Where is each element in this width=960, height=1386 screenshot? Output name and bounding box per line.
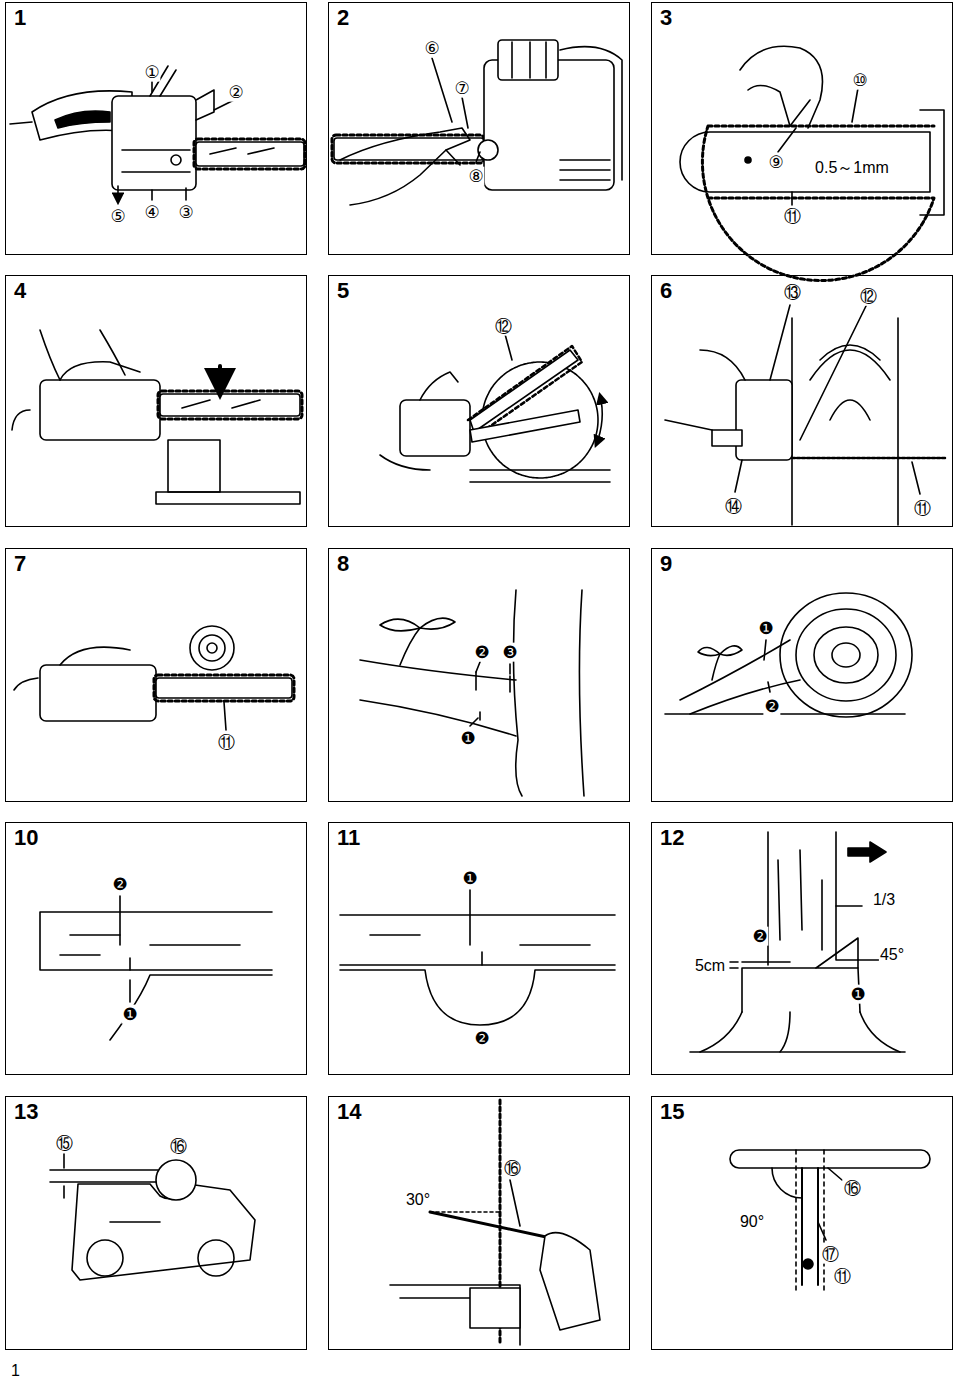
callout-number: ❷ xyxy=(763,697,780,716)
page-number: 1 xyxy=(10,1362,21,1380)
chainsaw-lube xyxy=(14,626,294,730)
panel-number: 11 xyxy=(337,827,360,849)
figure-panel: 7 xyxy=(5,548,307,802)
panel-number: 15 xyxy=(660,1101,684,1123)
callout-number: ⑪ xyxy=(783,207,802,226)
callout-number: ⑨ xyxy=(767,153,784,172)
callout-number: ❶ xyxy=(757,619,774,638)
figure-panel: 14 xyxy=(328,1096,630,1350)
callout-number: ❶ xyxy=(459,729,476,748)
panel-number: 4 xyxy=(14,280,26,302)
chain-sharpen xyxy=(390,1100,600,1345)
callout-number: ⑰ xyxy=(821,1245,840,1264)
callout-number: ⑬ xyxy=(783,283,802,302)
panel-number: 8 xyxy=(337,553,349,575)
panel-number: 9 xyxy=(660,553,672,575)
callout-number: ⑪ xyxy=(217,733,236,752)
callout-number: ❷ xyxy=(473,643,490,662)
cutter-depth xyxy=(50,1154,255,1280)
figure-panel: 8 xyxy=(328,548,630,802)
callout-number: ⑭ xyxy=(724,497,743,516)
callout-number: ❷ xyxy=(473,1029,490,1048)
chainsaw-side xyxy=(10,66,305,202)
dimension-label: 1/3 xyxy=(872,891,896,909)
bridged-log xyxy=(340,890,615,1025)
file-angle xyxy=(730,1150,930,1290)
callout-number: ⑫ xyxy=(494,317,513,336)
callout-number: ③ xyxy=(177,203,194,222)
panel-number: 14 xyxy=(337,1101,361,1123)
callout-number: ❶ xyxy=(849,985,866,1004)
dimension-label: 30° xyxy=(405,1191,431,1209)
panel-number: 2 xyxy=(337,7,349,29)
callout-number: ⑯ xyxy=(169,1137,188,1156)
panel-number: 12 xyxy=(660,827,684,849)
figure-panel: 12 xyxy=(651,822,953,1075)
panel-number: 13 xyxy=(14,1101,38,1123)
callout-number: ⑯ xyxy=(843,1179,862,1198)
figure-panel: 6 xyxy=(651,275,953,527)
callout-number: ④ xyxy=(143,203,160,222)
figure-panel: 10 xyxy=(5,822,307,1075)
figure-panel: 15 xyxy=(651,1096,953,1350)
callout-number: ❷ xyxy=(751,927,768,946)
panel-number: 6 xyxy=(660,280,672,302)
chain-check xyxy=(12,330,302,504)
panel-number: 1 xyxy=(14,7,26,29)
callout-number: ⑧ xyxy=(467,167,484,186)
callout-number: ❶ xyxy=(121,1005,138,1024)
callout-number: ⑦ xyxy=(453,79,470,98)
callout-number: ① xyxy=(143,63,160,82)
callout-number: ❷ xyxy=(111,875,128,894)
callout-number: ⑫ xyxy=(859,287,878,306)
callout-number: ⑤ xyxy=(109,207,126,226)
panel-number: 7 xyxy=(14,553,26,575)
callout-number: ⑪ xyxy=(833,1267,852,1286)
callout-number: ⑥ xyxy=(423,39,440,58)
dimension-label: 0.5～1mm xyxy=(814,159,890,177)
callout-number: ⑩ xyxy=(851,71,868,90)
dimension-label: 90° xyxy=(739,1213,765,1231)
supported-log xyxy=(40,896,272,1040)
chain-fitting xyxy=(332,40,622,205)
callout-number: ⑮ xyxy=(55,1134,74,1153)
tree-felling xyxy=(690,832,905,1052)
callout-number: ⑯ xyxy=(503,1159,522,1178)
figure-panel: 3 xyxy=(651,2,953,255)
panel-number: 3 xyxy=(660,7,672,29)
dimension-label: 45° xyxy=(879,946,905,964)
figure-panel: 13 xyxy=(5,1096,307,1350)
dimension-label: 5cm xyxy=(694,957,726,975)
figure-panel: 2 xyxy=(328,2,630,255)
figure-panel: 5 xyxy=(328,275,630,527)
figure-panel: 4 xyxy=(5,275,307,527)
panel-number: 5 xyxy=(337,280,349,302)
callout-number: ❸ xyxy=(501,643,518,662)
panel-number: 10 xyxy=(14,827,38,849)
top-view-cut xyxy=(665,305,946,525)
branch-cut xyxy=(360,590,584,796)
chain-tension xyxy=(680,46,944,280)
log-branch-cut xyxy=(665,593,912,717)
brake-test xyxy=(380,334,610,482)
figure-panel: 9 xyxy=(651,548,953,802)
callout-number: ⑪ xyxy=(913,499,932,518)
callout-number: ❶ xyxy=(461,869,478,888)
callout-number: ② xyxy=(227,83,244,102)
